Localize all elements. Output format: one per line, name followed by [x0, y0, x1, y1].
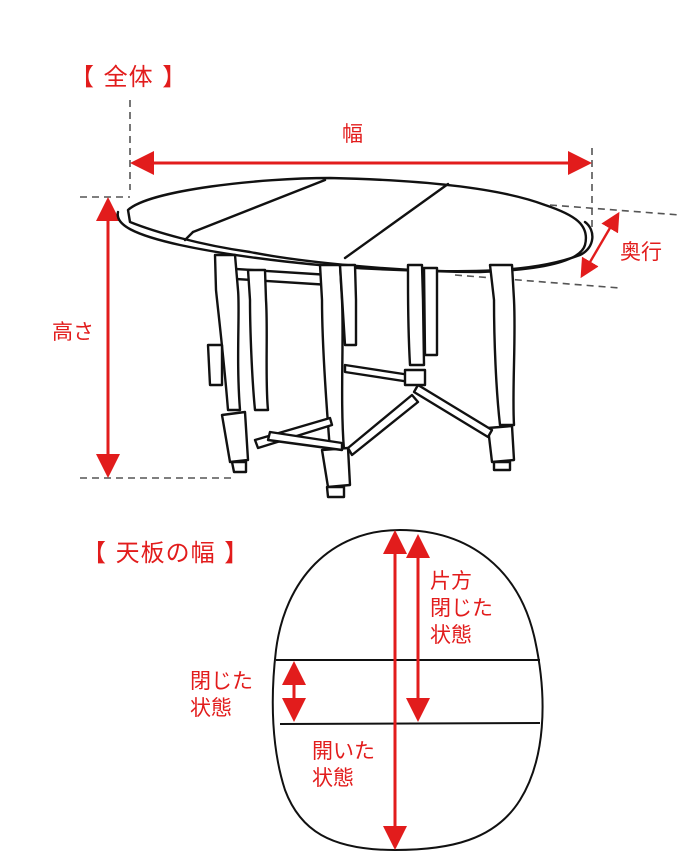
height-label: 高さ — [52, 320, 94, 344]
label-line: 状態 — [312, 766, 354, 790]
table-illustration — [116, 176, 594, 499]
open-label: 開いた 状態 — [312, 738, 375, 792]
depth-arrow — [580, 211, 620, 279]
tabletop-arrows — [282, 530, 430, 850]
label-line: 片方 — [430, 569, 472, 593]
label-line: 閉じた — [430, 596, 493, 620]
label-line: 開いた — [312, 739, 375, 763]
overall-section-title: 【 全体 】 — [70, 63, 188, 91]
tabletop-section-title: 【 天板の幅 】 — [82, 539, 250, 567]
width-label: 幅 — [342, 122, 363, 146]
tabletop-plan — [271, 528, 544, 852]
one-side-closed-label: 片方 閉じた 状態 — [430, 568, 493, 649]
label-line: 閉じた — [190, 669, 253, 693]
label-line: 状態 — [190, 696, 232, 720]
closed-label: 閉じた 状態 — [190, 668, 253, 722]
depth-label: 奥行 — [620, 240, 662, 264]
label-line: 状態 — [430, 623, 472, 647]
guide-lines — [80, 100, 681, 479]
